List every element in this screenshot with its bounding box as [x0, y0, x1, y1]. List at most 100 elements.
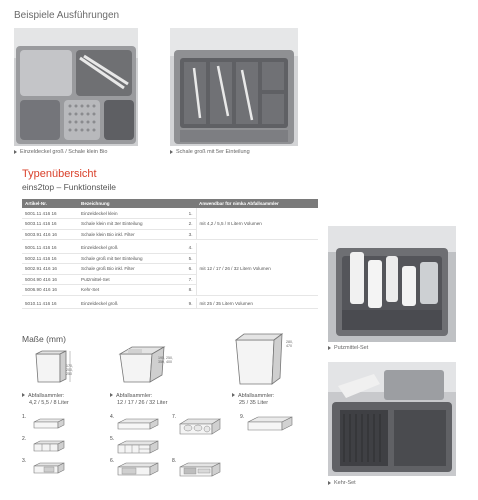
tray-number: 6. — [110, 458, 115, 464]
item-number: 1. — [182, 208, 196, 219]
dimension-label: 195, 250, 350, 400 — [158, 356, 173, 364]
triangle-bullet-icon — [328, 480, 331, 485]
tray-drawing-schale-gross-bio — [116, 462, 160, 478]
column-label-medium: Abfallsammler:12 / 17 / 26 / 32 Liter — [110, 393, 167, 407]
artikel-nr: 5003.11 416 16 — [22, 218, 78, 230]
tray-number: 8. — [172, 458, 177, 464]
container-medium-drawing — [116, 344, 172, 388]
group-volume: mit 25 / 35 Litern Volumen — [195, 298, 318, 309]
section-title: Beispiele Ausführungen — [14, 10, 120, 21]
tray-number: 7. — [172, 414, 177, 420]
bezeichnung: Putzmittel-Set — [78, 274, 182, 285]
tray-number: 1. — [22, 414, 27, 420]
item-number: 5. — [182, 253, 196, 264]
tray-drawing-schale-gross-5er — [116, 440, 160, 456]
tray-drawing-einzeldeckel-gross — [116, 418, 160, 434]
table-header-row: Artikel-Nr. Bezeichnung Anwendbar für ni… — [22, 199, 318, 208]
artikel-nr: 5006.90 416 16 — [22, 284, 78, 296]
triangle-bullet-icon — [328, 345, 331, 350]
bezeichnung: Schale klein mit 3er Einteilung — [78, 218, 182, 230]
typen-subtitle: eins2top – Funktionsteile — [22, 182, 117, 192]
table-row: 5001.11 416 16 Einzeldeckel klein 1. mit… — [22, 208, 318, 240]
photo-einzeldeckel-schale-bio — [14, 28, 138, 146]
artikel-nr: 5002.91 416 16 — [22, 263, 78, 275]
table-row: 5002.91 416 16 Schale groß Bio inkl. Fil… — [22, 263, 318, 275]
column-label-text: Abfallsammler: — [116, 393, 153, 399]
triangle-bullet-icon — [170, 149, 173, 154]
artikel-nr: 5003.91 416 16 — [22, 229, 78, 240]
col-header — [182, 199, 196, 208]
tray-number: 9. — [240, 414, 245, 420]
caption-text: Kehr-Set — [334, 480, 356, 486]
photo-schale-5er-einteilung — [170, 28, 298, 146]
triangle-bullet-icon — [232, 393, 235, 397]
column-label-text: Abfallsammler: — [238, 393, 275, 399]
bezeichnung: Einzeldeckel groß — [78, 242, 182, 254]
tray-number: 3. — [22, 458, 27, 464]
table-row: 5004.90 416 16 Putzmittel-Set 7. — [22, 274, 318, 285]
col-header: Anwendbar für nimka Abfallsammler — [196, 199, 318, 208]
artikel-nr: 5010.11 416 16 — [22, 298, 78, 309]
table-row: 5001.11 416 16 Einzeldeckel groß 4. mit … — [22, 242, 318, 296]
tray-drawing-einzeldeckel-gross-9 — [246, 416, 294, 436]
tray-number: 2. — [22, 436, 27, 442]
photo-caption: Schale groß mit 5er Einteilung — [170, 149, 250, 155]
item-number: 3. — [182, 229, 196, 240]
artikel-nr: 5002.11 416 16 — [22, 253, 78, 264]
bezeichnung: Schale klein Bio inkl. Filter — [78, 229, 182, 240]
container-large-drawing — [232, 330, 288, 388]
column-label-text: Abfallsammler: — [28, 393, 65, 399]
item-number: 7. — [182, 274, 196, 285]
bezeichnung: Einzeldeckel klein — [78, 208, 182, 219]
tray-drawing-schale-klein-3er — [32, 440, 66, 454]
item-number: 2. — [182, 218, 196, 230]
artikel-nr: 5001.11 416 16 — [22, 242, 78, 254]
table-row: 5010.11 416 16 Einzeldeckel groß 9. mit … — [22, 298, 318, 309]
tray-number: 5. — [110, 436, 115, 442]
triangle-bullet-icon — [22, 393, 25, 397]
bezeichnung: Schale groß Bio inkl. Filter — [78, 263, 182, 275]
tray-number: 4. — [110, 414, 115, 420]
artikel-table: Artikel-Nr. Bezeichnung Anwendbar für ni… — [22, 199, 318, 309]
dimension-label: 170, 200, 250 — [66, 364, 73, 376]
bezeichnung: Einzeldeckel groß — [78, 298, 182, 309]
triangle-bullet-icon — [110, 393, 113, 397]
tray-drawing-einzeldeckel-klein — [32, 418, 66, 432]
column-label-large: Abfallsammler:25 / 35 Liter — [232, 393, 274, 407]
table-row: 5003.91 416 16 Schale klein Bio inkl. Fi… — [22, 229, 318, 240]
group-volume: mit 4,2 / 5,5 / 8 Litern Volumen — [195, 208, 318, 240]
table-row: 5003.11 416 16 Schale klein mit 3er Eint… — [22, 218, 318, 230]
bezeichnung: Kehr-Set — [78, 284, 182, 296]
caption-text: Putzmittel-Set — [334, 345, 369, 351]
row-gap — [22, 239, 318, 243]
row-gap — [22, 295, 318, 298]
column-label-sub: 25 / 35 Liter — [239, 400, 269, 406]
bezeichnung: Schale groß mit 5er Einteilung — [78, 253, 182, 264]
column-label-sub: 4,2 / 5,5 / 8 Liter — [29, 400, 69, 406]
item-number: 8. — [182, 284, 196, 296]
tray-drawing-schale-klein-bio — [32, 462, 66, 476]
table-row: 5002.11 416 16 Schale groß mit 5er Einte… — [22, 253, 318, 264]
triangle-bullet-icon — [14, 149, 17, 154]
tray-drawing-kehr-set — [178, 462, 222, 480]
col-header: Artikel-Nr. — [22, 199, 78, 208]
typen-title: Typenübersicht — [22, 168, 97, 180]
artikel-nr: 5001.11 416 16 — [22, 208, 78, 219]
column-label-sub: 12 / 17 / 26 / 32 Liter — [117, 400, 168, 406]
item-number: 6. — [182, 263, 196, 275]
caption-text: Einzeldeckel groß / Schale klein Bio — [20, 149, 108, 155]
masse-title: Maße (mm) — [22, 334, 66, 344]
photo-caption: Putzmittel-Set — [328, 345, 368, 351]
caption-text: Schale groß mit 5er Einteilung — [176, 149, 250, 155]
item-number: 4. — [182, 242, 196, 254]
table-row: 5006.90 416 16 Kehr-Set 8. — [22, 284, 318, 296]
tray-drawing-putzmittel-set — [178, 418, 222, 440]
group-volume: mit 12 / 17 / 26 / 32 Litern Volumen — [195, 242, 318, 296]
item-number: 9. — [182, 298, 196, 309]
photo-putzmittel-set — [328, 226, 456, 342]
artikel-nr: 5004.90 416 16 — [22, 274, 78, 285]
photo-caption: Einzeldeckel groß / Schale klein Bio — [14, 149, 107, 155]
col-header: Bezeichnung — [78, 199, 182, 208]
column-label-small: Abfallsammler:4,2 / 5,5 / 8 Liter — [22, 393, 69, 407]
photo-kehr-set — [328, 362, 456, 476]
